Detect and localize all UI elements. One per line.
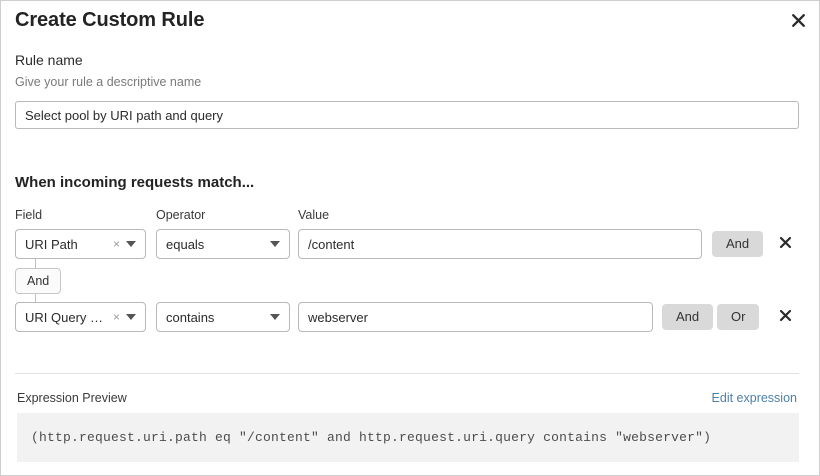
section-divider (15, 373, 799, 374)
field-select-1-value: URI Path (25, 236, 78, 252)
close-icon (779, 236, 792, 252)
close-icon (791, 13, 806, 28)
operator-select-1-value: equals (166, 236, 205, 252)
or-button-row-2[interactable]: Or (717, 304, 760, 330)
rule-name-label: Rule name (15, 52, 83, 68)
clear-icon[interactable]: × (112, 309, 120, 324)
chevron-down-icon (126, 314, 145, 320)
rule-name-help-text: Give your rule a descriptive name (15, 75, 202, 89)
column-label-value: Value (298, 208, 330, 222)
match-section-heading: When incoming requests match... (15, 174, 255, 191)
edit-expression-link[interactable]: Edit expression (711, 391, 797, 405)
expression-preview-text: (http.request.uri.path eq "/content" and… (31, 430, 712, 445)
expression-preview-box: (http.request.uri.path eq "/content" and… (17, 413, 799, 462)
value-input-2[interactable] (298, 302, 653, 332)
page-title: Create Custom Rule (15, 9, 205, 31)
row-connector: And (15, 259, 125, 303)
field-select-1[interactable]: URI Path × (15, 229, 146, 259)
clear-icon[interactable]: × (112, 236, 120, 251)
chevron-down-icon (270, 314, 289, 320)
field-select-2[interactable]: URI Query St... × (15, 302, 146, 332)
connector-line-bottom (35, 294, 36, 303)
value-input-1[interactable] (298, 229, 702, 259)
condition-row: URI Path × equals And (1, 229, 819, 261)
column-label-field: Field (15, 208, 43, 222)
and-button-row-1[interactable]: And (712, 231, 764, 257)
rule-name-input[interactable] (15, 101, 799, 129)
operator-select-2-value: contains (166, 309, 215, 325)
close-button[interactable] (785, 7, 811, 33)
column-label-operator: Operator (156, 208, 206, 222)
delete-row-button-2[interactable] (774, 306, 796, 328)
chevron-down-icon (126, 241, 145, 247)
connector-line-top (35, 259, 36, 268)
chevron-down-icon (270, 241, 289, 247)
condition-row: URI Query St... × contains And Or (1, 302, 819, 334)
operator-select-2[interactable]: contains (156, 302, 290, 332)
expression-preview-label: Expression Preview (17, 391, 127, 405)
close-icon (779, 309, 792, 325)
connector-logic-badge[interactable]: And (15, 268, 62, 294)
field-select-2-value: URI Query St... (25, 309, 111, 325)
delete-row-button-1[interactable] (774, 233, 796, 255)
and-button-row-2[interactable]: And (662, 304, 714, 330)
operator-select-1[interactable]: equals (156, 229, 290, 259)
